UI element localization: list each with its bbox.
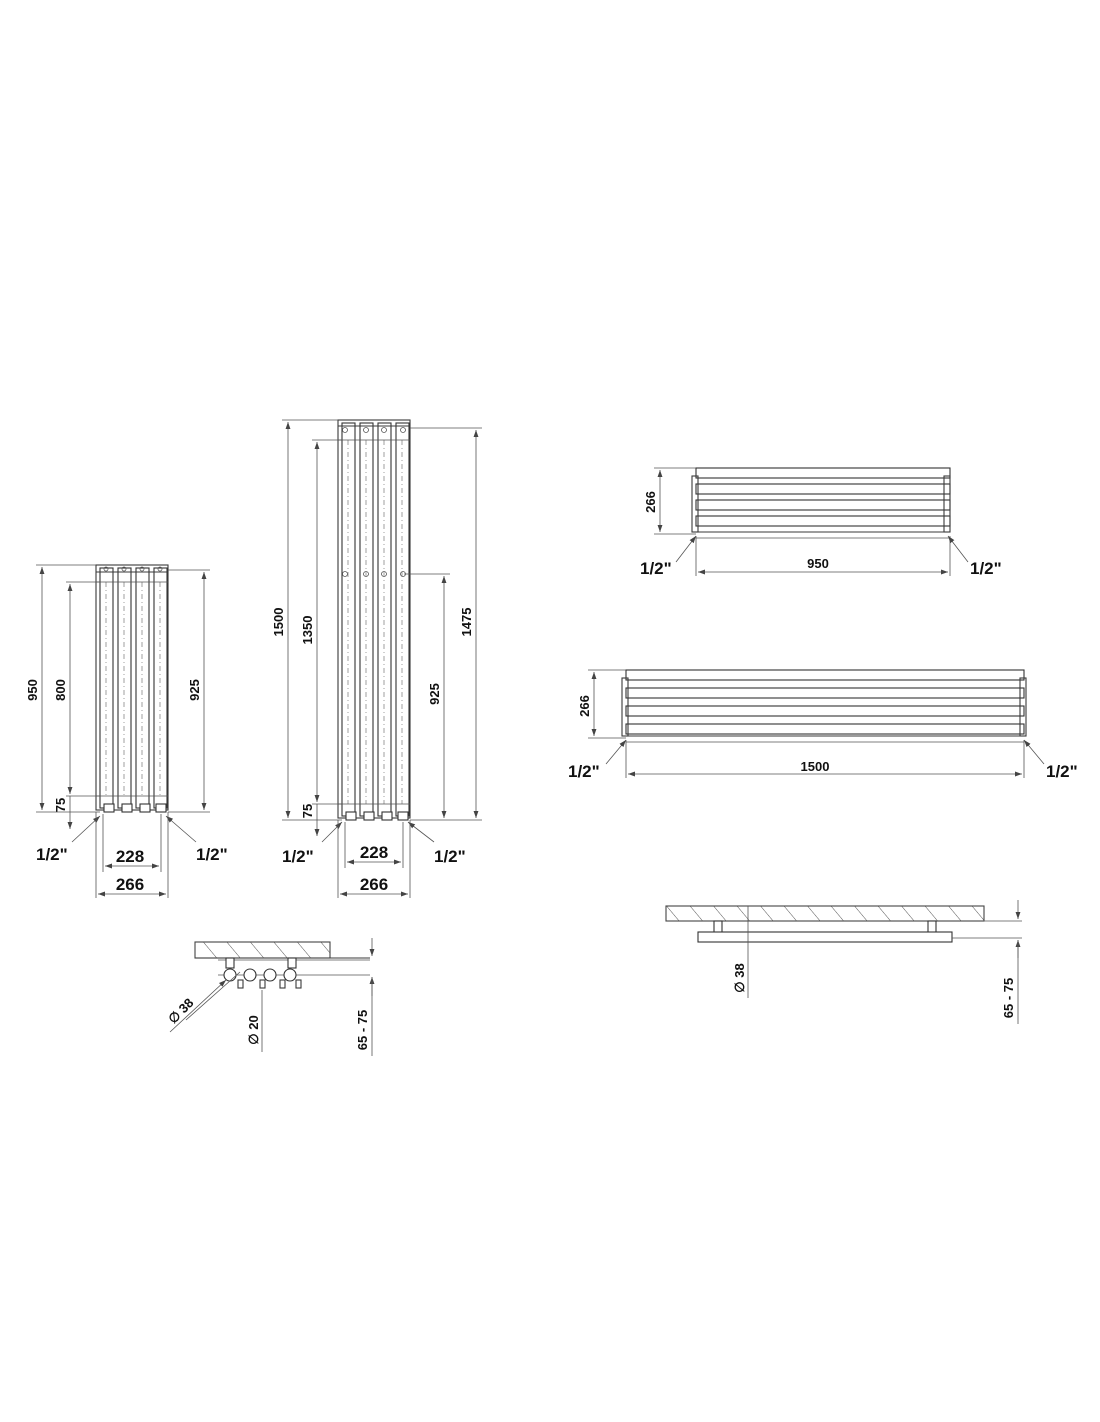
small-radiator-tube	[99, 567, 114, 809]
horizontal-1500-thread-right: 1/2"	[1046, 762, 1078, 781]
section-horizontal-wall-distance: 65 - 75	[1001, 978, 1016, 1018]
small-dimension-800: 800	[53, 679, 68, 701]
horizontal-1500-tube	[625, 705, 1025, 717]
front-view-small-radiator: 950 800 75 925 1/2" 1/2" 228 266	[25, 564, 228, 898]
section-vertical-radiator: ∅ 38 ∅ 20 65 - 75	[165, 938, 375, 1056]
tall-dimension-1350: 1350	[300, 616, 315, 645]
section-tube	[263, 968, 277, 982]
tall-thread-right: 1/2"	[434, 847, 466, 866]
tall-radiator-tube	[395, 422, 410, 817]
horizontal-950-tube	[695, 515, 951, 527]
tall-radiator-tube	[359, 422, 374, 817]
wall-hatch-horizontal	[665, 905, 985, 922]
horizontal-950-dimension-950: 950	[807, 556, 829, 571]
tall-dimension-75: 75	[300, 804, 315, 818]
section-horizontal-tube-diameter: ∅ 38	[732, 963, 747, 992]
front-view-tall-radiator: 1500 1350 75 1475 925 1/2" 1/2" 228 266	[271, 419, 482, 898]
horizontal-1500-dimension-266: 266	[577, 695, 592, 717]
section-tube	[283, 968, 297, 982]
horizontal-950-thread-right: 1/2"	[970, 559, 1002, 578]
tall-dimension-925: 925	[427, 683, 442, 705]
section-vertical-connection-diameter: ∅ 20	[246, 1015, 261, 1044]
tall-dimension-1500: 1500	[271, 608, 286, 637]
small-radiator-tube	[135, 567, 150, 809]
section-horizontal-tube	[697, 931, 953, 943]
section-tube	[243, 968, 257, 982]
small-thread-right: 1/2"	[196, 845, 228, 864]
horizontal-view-950: 266 950 1/2" 1/2"	[640, 467, 1002, 578]
horizontal-1500-tube	[625, 669, 1025, 681]
tall-thread-left: 1/2"	[282, 847, 314, 866]
horizontal-950-thread-left: 1/2"	[640, 559, 672, 578]
horizontal-view-1500: 266 1500 1/2" 1/2"	[568, 669, 1078, 781]
small-dimension-75: 75	[53, 798, 68, 812]
small-dimension-266: 266	[116, 875, 144, 894]
tall-radiator-tube	[341, 422, 356, 817]
small-thread-left: 1/2"	[36, 845, 68, 864]
small-dimension-950: 950	[25, 679, 40, 701]
section-horizontal-radiator: ∅ 38 65 - 75	[665, 900, 1022, 1024]
horizontal-950-tube	[695, 483, 951, 495]
small-radiator-tube	[153, 567, 168, 809]
horizontal-1500-thread-left: 1/2"	[568, 762, 600, 781]
horizontal-950-dimension-266: 266	[643, 491, 658, 513]
tall-dimension-266: 266	[360, 875, 388, 894]
tall-dimension-228: 228	[360, 843, 388, 862]
section-vertical-wall-distance: 65 - 75	[355, 1010, 370, 1050]
section-tube	[223, 968, 237, 982]
small-radiator-tube	[117, 567, 132, 809]
small-dimension-228: 228	[116, 847, 144, 866]
tall-dimension-1475: 1475	[459, 608, 474, 637]
horizontal-1500-tube	[625, 723, 1025, 735]
wall-hatch-vertical	[194, 941, 331, 959]
horizontal-1500-tube	[625, 687, 1025, 699]
tall-radiator-tube	[377, 422, 392, 817]
horizontal-950-tube	[695, 467, 951, 479]
horizontal-950-tube	[695, 499, 951, 511]
small-dimension-925: 925	[187, 679, 202, 701]
horizontal-1500-dimension-1500: 1500	[801, 759, 830, 774]
